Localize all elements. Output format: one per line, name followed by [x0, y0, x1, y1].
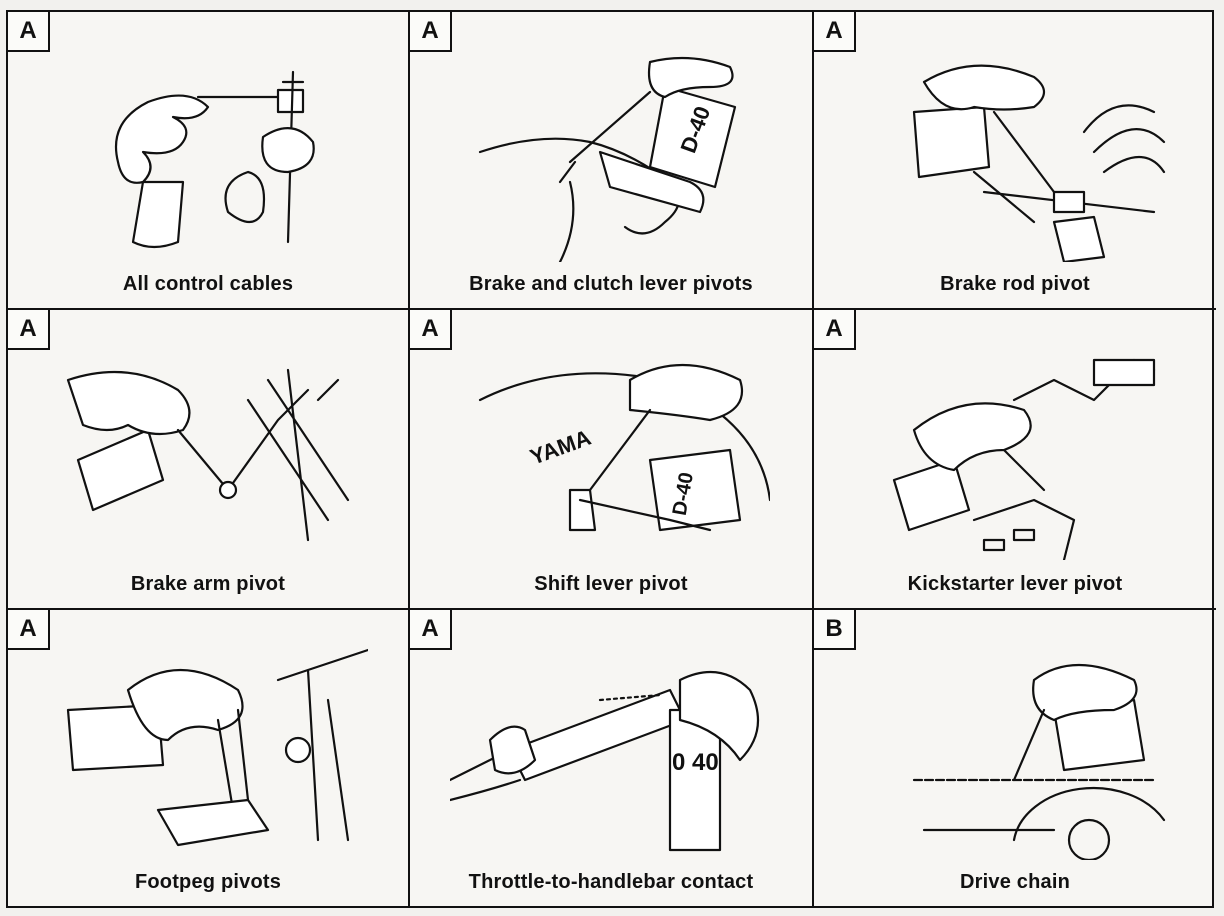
lever-pivots-illustration: D-40: [450, 42, 770, 262]
panel-caption: Footpeg pivots: [8, 871, 408, 894]
panel-caption: Drive chain: [814, 871, 1216, 894]
panel-caption: Brake arm pivot: [8, 573, 408, 596]
panel-kickstarter: A Kickstarter lever pivot: [814, 310, 1216, 610]
brake-rod-illustration: [854, 42, 1174, 262]
panel-label: B: [814, 610, 856, 650]
panel-label: A: [814, 12, 856, 52]
panel-label: A: [8, 610, 50, 650]
panel-label: A: [8, 12, 50, 52]
drive-chain-illustration: [854, 640, 1174, 860]
kickstarter-illustration: [854, 340, 1174, 560]
engine-case-text: YAMA: [527, 425, 595, 470]
panel-caption: All control cables: [8, 273, 408, 296]
lubrication-chart: A All control cables A D-40 Brake and cl…: [6, 10, 1214, 908]
panel-caption: Throttle-to-handlebar contact: [410, 871, 812, 894]
can-brand-text: 0 40: [672, 749, 719, 776]
footpeg-illustration: [48, 640, 368, 860]
panel-label: A: [410, 310, 452, 350]
panel-brake-arm: A Brake arm pivot: [8, 310, 410, 610]
panel-lever-pivots: A D-40 Brake and clutch lever pivots: [410, 12, 814, 310]
panel-drive-chain: B Drive chain: [814, 610, 1216, 906]
panel-footpeg: A Footpeg pivots: [8, 610, 410, 906]
panel-shift-lever: A YAMA D-40 Shift lever pivot: [410, 310, 814, 610]
panel-throttle: A 0 40 Throttle-to-handlebar contact: [410, 610, 814, 906]
panel-control-cables: A All control cables: [8, 12, 410, 310]
panel-label: A: [410, 610, 452, 650]
shift-lever-illustration: YAMA D-40: [450, 340, 770, 560]
panel-caption: Brake and clutch lever pivots: [410, 273, 812, 296]
panel-label: A: [410, 12, 452, 52]
panel-caption: Shift lever pivot: [410, 573, 812, 596]
panel-brake-rod: A Brake rod pivot: [814, 12, 1216, 310]
throttle-illustration: 0 40: [450, 640, 770, 860]
control-cables-illustration: [48, 42, 368, 262]
panel-caption: Kickstarter lever pivot: [814, 573, 1216, 596]
panel-label: A: [814, 310, 856, 350]
brake-arm-illustration: [48, 340, 368, 560]
panel-caption: Brake rod pivot: [814, 273, 1216, 296]
panel-label: A: [8, 310, 50, 350]
